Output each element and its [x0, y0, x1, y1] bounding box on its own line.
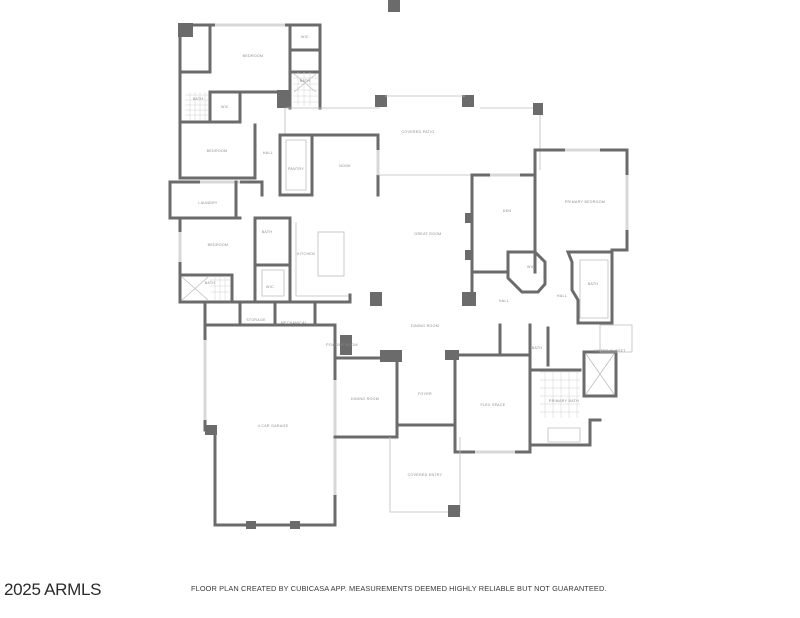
label-bath-small: BATH — [532, 346, 543, 350]
label-wic-top: WIC — [301, 35, 309, 39]
room-labels: BEDROOM WIC BATH BATH WIC BEDROOM HALL P… — [193, 35, 626, 477]
disclaimer-text: FLOOR PLAN CREATED BY CUBICASA APP. MEAS… — [191, 584, 607, 593]
label-mechanical: MECHANICAL — [281, 321, 308, 325]
covered-patio-area — [284, 95, 543, 170]
label-flex: FLEX SPACE — [481, 403, 506, 407]
label-hall-mid: HALL — [499, 299, 509, 303]
label-kitchen: KITCHEN — [297, 252, 315, 256]
label-nook: NOOK — [339, 164, 351, 168]
label-den: DEN — [503, 209, 512, 213]
storage-strip — [203, 303, 352, 357]
label-dining-room: DINING ROOM — [411, 324, 439, 328]
label-hall-left: HALL — [263, 151, 273, 155]
bedroom-wing-top — [178, 23, 322, 127]
armls-logo: 2025 ARMLS — [4, 580, 102, 599]
label-laundry: LAUNDRY — [198, 201, 218, 205]
label-bath-lower: BATH — [262, 230, 273, 234]
central-rooms — [333, 0, 532, 517]
label-wic-primary: WIC — [527, 265, 535, 269]
garage — [203, 323, 337, 529]
label-pantry: PANTRY — [288, 167, 304, 171]
label-storage: STORAGE — [246, 318, 266, 322]
label-garage: 4 CAR GARAGE — [258, 424, 289, 428]
label-powder: POWDER ROOM — [326, 343, 358, 347]
label-bedroom-mid: BEDROOM — [207, 149, 228, 153]
label-covered-entry: COVERED ENTRY — [408, 473, 443, 477]
label-bath-top-right: BATH — [300, 79, 311, 83]
label-hall-right: HALL — [557, 294, 567, 298]
label-bath-primary: BATH — [588, 282, 599, 286]
label-primary-bath: PRIMARY BATH — [549, 399, 579, 403]
label-bedroom-lower: BEDROOM — [208, 243, 229, 247]
label-water-closet: WATER CLOSET — [594, 349, 626, 353]
bedroom-wing-mid — [168, 123, 380, 220]
bedroom-wing-lower — [178, 216, 292, 304]
label-covered-patio: COVERED PATIO — [402, 130, 435, 134]
label-wic-top-left: WIC — [221, 105, 229, 109]
primary-bath — [498, 323, 633, 447]
label-bedroom-top: BEDROOM — [243, 54, 264, 58]
primary-suite — [470, 148, 629, 325]
label-great-room: GREAT ROOM — [414, 232, 441, 236]
label-bath-lower-left: BATH — [205, 281, 216, 285]
kitchen-great-room — [288, 174, 476, 306]
label-dining-area: DINING ROOM — [351, 397, 379, 401]
label-foyer: FOYER — [418, 392, 432, 396]
label-wic-lower: WIC — [266, 285, 274, 289]
label-bath-top-left: BATH — [193, 97, 204, 101]
label-primary-bedroom: PRIMARY BEDROOM — [565, 200, 605, 204]
